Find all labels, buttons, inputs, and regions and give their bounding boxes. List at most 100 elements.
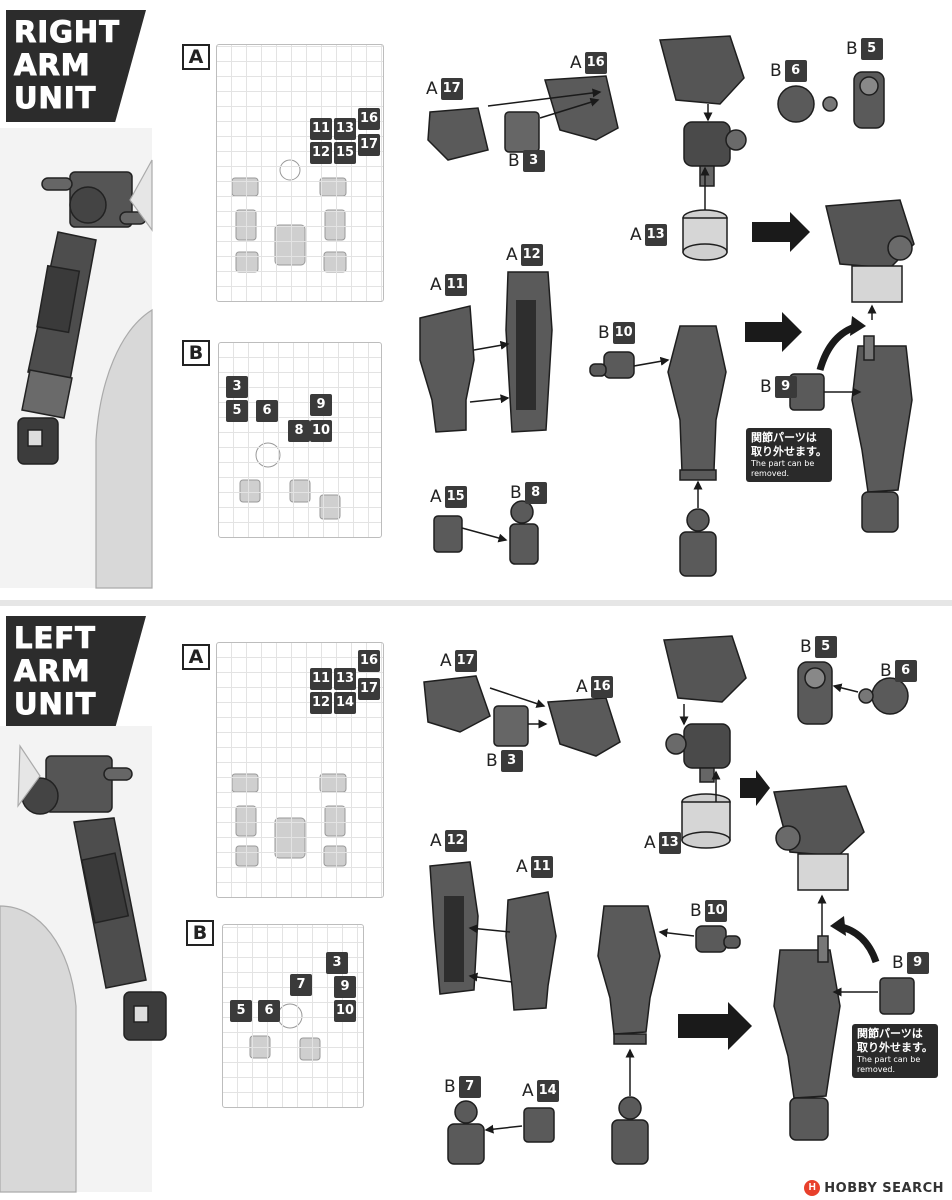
title-line: UNIT [14, 81, 97, 115]
part-a16-icon [544, 75, 619, 141]
body-silhouette-icon [95, 159, 153, 589]
part-a14-icon [523, 1107, 555, 1143]
runner-a-part-number: 16 [358, 650, 380, 672]
shoulder-joint-icon [683, 723, 731, 769]
part-b10-icon [603, 351, 635, 379]
right-arm-unit-title: RIGHT ARM UNIT [6, 10, 146, 122]
runner-a-part-number: 12 [310, 692, 332, 714]
shoulder-armor-icon [663, 635, 747, 703]
runner-b-part-number: 6 [256, 400, 278, 422]
runner-a-part-number: 17 [358, 678, 380, 700]
title-line: LEFT [14, 621, 96, 655]
runner-a-part-number: 16 [358, 108, 380, 130]
title-line: ARM [14, 654, 91, 688]
step-arrow-icon [752, 212, 810, 252]
hobby-search-logo-icon: H [804, 1180, 821, 1196]
completed-forearm-icon [773, 949, 841, 1099]
step-arrow-icon [745, 312, 802, 352]
section-divider [0, 600, 952, 606]
runner-a-part-number: 13 [334, 668, 356, 690]
title-line: ARM [14, 48, 91, 82]
body-silhouette-icon [0, 744, 77, 1193]
runner-b-label: B [186, 920, 214, 946]
completed-forearm-icon [851, 345, 913, 493]
runner-a-part-number: 12 [310, 142, 332, 164]
part-a17-icon [427, 107, 489, 161]
runner-b-part-number: 7 [290, 974, 312, 996]
part-a15-icon [433, 515, 463, 553]
runner-a-label: A [182, 44, 210, 70]
hobby-search-watermark: H HOBBY SEARCH [804, 1180, 944, 1196]
part-b8-icon [510, 500, 534, 524]
runner-b-part-number: 5 [230, 1000, 252, 1022]
runner-a-part-number: 14 [334, 692, 356, 714]
left-arm-unit-section: LEFT ARM UNIT [0, 606, 952, 1200]
runner-a-label: A [182, 644, 210, 670]
hand-part-icon [679, 508, 717, 577]
runner-b-part-number: 10 [334, 1000, 356, 1022]
completed-upper-arm-icon [773, 785, 865, 891]
runner-a-part-number: 11 [310, 668, 332, 690]
title-line: RIGHT [14, 15, 120, 49]
shoulder-joint-icon [683, 121, 731, 167]
completed-arm-preview-icon [21, 755, 167, 1041]
runner-b-part-number: 8 [288, 420, 310, 442]
part-b10-icon [695, 925, 727, 953]
part-b6-icon [777, 85, 815, 123]
runner-a-part-number: 11 [310, 118, 332, 140]
part-b3-icon [493, 705, 529, 747]
hand-part-icon [611, 1096, 649, 1165]
runner-a-part-number: 17 [358, 134, 380, 156]
runner-b-part-number: 9 [310, 394, 332, 416]
part-a11-icon [419, 305, 475, 433]
left-arm-assembly-artwork [0, 635, 915, 1193]
title-line: UNIT [14, 687, 97, 721]
step-arrow-icon [740, 770, 770, 806]
runner-a-part-number: 13 [334, 118, 356, 140]
completed-arm-preview-icon [17, 171, 147, 465]
runner-b-part-number: 10 [310, 420, 332, 442]
step-arrow-icon [678, 1002, 752, 1050]
part-b7-icon [454, 1100, 478, 1124]
runner-a-part-number: 15 [334, 142, 356, 164]
runner-a-frame [216, 642, 384, 898]
part-a13-icon [682, 209, 728, 261]
forearm-assembly-icon [667, 325, 727, 473]
runner-b-part-number: 6 [258, 1000, 280, 1022]
completed-upper-arm-icon [825, 199, 915, 303]
runner-a-frame [216, 44, 384, 302]
part-a13-icon [681, 793, 731, 849]
forearm-assembly-icon [597, 905, 661, 1035]
runner-b-part-number: 9 [334, 976, 356, 998]
runner-b-label: B [182, 340, 210, 366]
removable-part-note: 関節パーツは取り外せます。 The part can be removed. [852, 1024, 938, 1078]
part-a16-icon [547, 697, 621, 757]
part-b6-icon [871, 677, 909, 715]
part-b3-icon [504, 111, 540, 153]
part-a11-icon [505, 891, 557, 1011]
runner-b-part-number: 3 [226, 376, 248, 398]
